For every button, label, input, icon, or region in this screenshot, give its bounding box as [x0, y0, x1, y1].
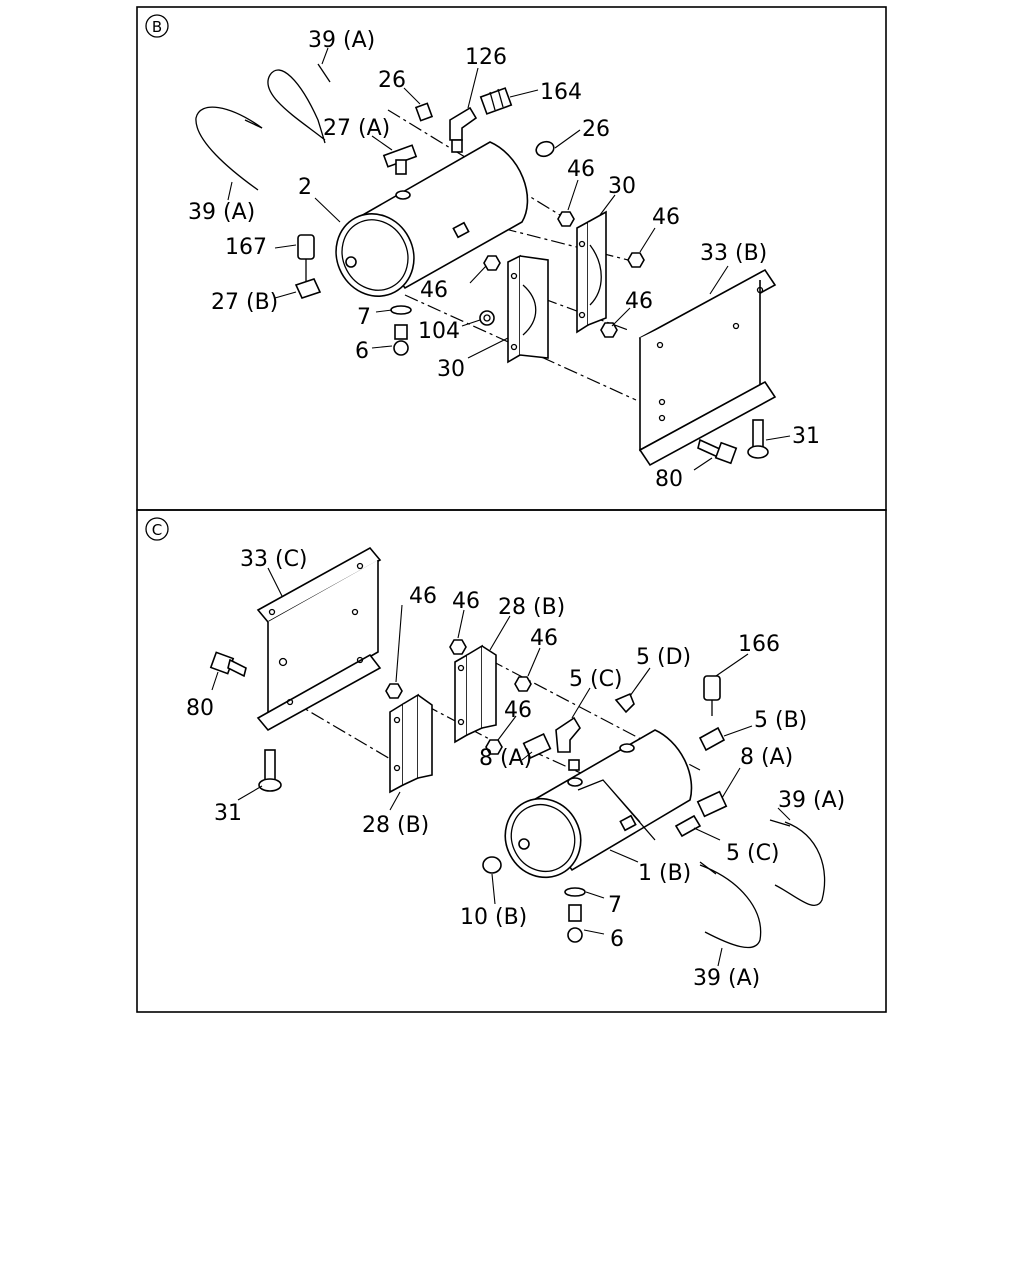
label-6: 6 — [355, 339, 369, 364]
label-7: 7 — [357, 305, 371, 330]
label-27a: 27 (A) — [323, 116, 390, 141]
label-167: 167 — [225, 235, 267, 260]
bolt-31 — [747, 419, 769, 459]
nuts-46 — [483, 211, 645, 338]
air-tank-2 — [335, 141, 529, 297]
elbow-126 — [449, 106, 478, 153]
drain-167 — [294, 234, 322, 299]
label-39a-right: 39 (A) — [778, 788, 845, 813]
label-1b: 1 (B) — [638, 861, 691, 886]
label-166: 166 — [738, 632, 780, 657]
valve-166 — [703, 675, 721, 716]
panel-c-leaders — [211, 567, 791, 967]
label-26-right: 26 — [582, 117, 610, 142]
bracket-33c — [256, 546, 382, 732]
bolt-80 — [697, 438, 738, 465]
strap-30-front — [507, 254, 549, 364]
label-46-c1: 46 — [409, 584, 437, 609]
label-46-c2: 46 — [452, 589, 480, 614]
panel-c: C — [136, 509, 887, 1013]
panel-b-marker: B — [152, 18, 162, 36]
label-46-c4: 46 — [504, 698, 532, 723]
label-126: 126 — [465, 45, 507, 70]
tank-1b-leader-fork — [577, 779, 656, 841]
label-39a-top: 39 (A) — [308, 28, 375, 53]
strap-30-rear — [576, 210, 607, 334]
label-30-rear: 30 — [608, 174, 636, 199]
air-tank-1b — [504, 729, 693, 879]
plug-10b — [482, 856, 502, 874]
strap-28b-front — [389, 693, 433, 794]
label-7-c: 7 — [608, 893, 622, 918]
fitting-26-top — [414, 102, 434, 122]
panel-b-leaders — [227, 47, 791, 471]
washer-7-c — [564, 887, 586, 897]
tee-27a — [382, 144, 418, 200]
panel-b-labels: 39 (A) 126 26 164 27 (A) 26 46 30 39 (A)… — [188, 28, 820, 492]
label-33c: 33 (C) — [240, 547, 308, 572]
label-46-d: 46 — [625, 289, 653, 314]
panel-b: B — [136, 6, 887, 511]
plug-26-right — [535, 140, 555, 158]
pipe-39a-bottom — [699, 864, 762, 949]
label-10b: 10 (B) — [460, 905, 527, 930]
label-46-a: 46 — [567, 157, 595, 182]
label-5d: 5 (D) — [636, 645, 691, 670]
panel-c-labels: 33 (C) 46 46 28 (B) 46 166 5 (D) 5 (C) 5… — [186, 547, 845, 991]
label-31-c: 31 — [214, 801, 242, 826]
label-39a-left: 39 (A) — [188, 200, 255, 225]
drain-valve-6-c — [567, 904, 583, 943]
label-27b: 27 (B) — [211, 290, 278, 315]
elbow-5c-top — [555, 716, 583, 787]
label-33b: 33 (B) — [700, 241, 767, 266]
fitting-8a-right — [696, 790, 728, 818]
washer-7 — [390, 305, 412, 315]
label-28b-top: 28 (B) — [498, 595, 565, 620]
pipe-39a-upper — [267, 69, 326, 144]
drain-valve-6 — [393, 324, 409, 356]
pipe-39a-lower — [195, 106, 263, 191]
panel-b-marker-circle — [145, 14, 169, 38]
label-2: 2 — [298, 175, 312, 200]
bracket-33b — [638, 268, 777, 467]
label-164: 164 — [540, 80, 582, 105]
label-104: 104 — [418, 319, 460, 344]
bolt-31-c — [258, 749, 282, 792]
label-28b-bottom: 28 (B) — [362, 813, 429, 838]
elbow-5d — [614, 692, 635, 753]
label-31: 31 — [792, 424, 820, 449]
label-80: 80 — [655, 467, 683, 492]
fitting-5b — [698, 726, 726, 752]
label-8a-right: 8 (A) — [740, 745, 793, 770]
label-80-c: 80 — [186, 696, 214, 721]
panel-c-marker-circle — [145, 517, 169, 541]
fitting-8a-left — [522, 733, 552, 759]
label-39a-bottom: 39 (A) — [693, 966, 760, 991]
label-46-b: 46 — [652, 205, 680, 230]
connector-164 — [479, 87, 513, 115]
label-26-top: 26 — [378, 68, 406, 93]
panel-c-frame — [136, 509, 887, 1013]
label-5c-top: 5 (C) — [569, 667, 623, 692]
label-46-c: 46 — [420, 278, 448, 303]
pipe-39a-right — [774, 821, 826, 906]
label-5b: 5 (B) — [754, 708, 807, 733]
bolt-80-c — [209, 651, 247, 678]
strap-28b-rear — [454, 644, 497, 744]
label-46-c3: 46 — [530, 626, 558, 651]
label-30-front: 30 — [437, 357, 465, 382]
label-8a-left: 8 (A) — [479, 746, 532, 771]
elbow-5c-lower — [674, 814, 702, 838]
nuts-46-c — [385, 639, 532, 755]
label-5c-lower: 5 (C) — [726, 841, 780, 866]
bushing-104 — [479, 310, 495, 326]
label-6-c: 6 — [610, 927, 624, 952]
panel-c-marker: C — [152, 521, 162, 539]
